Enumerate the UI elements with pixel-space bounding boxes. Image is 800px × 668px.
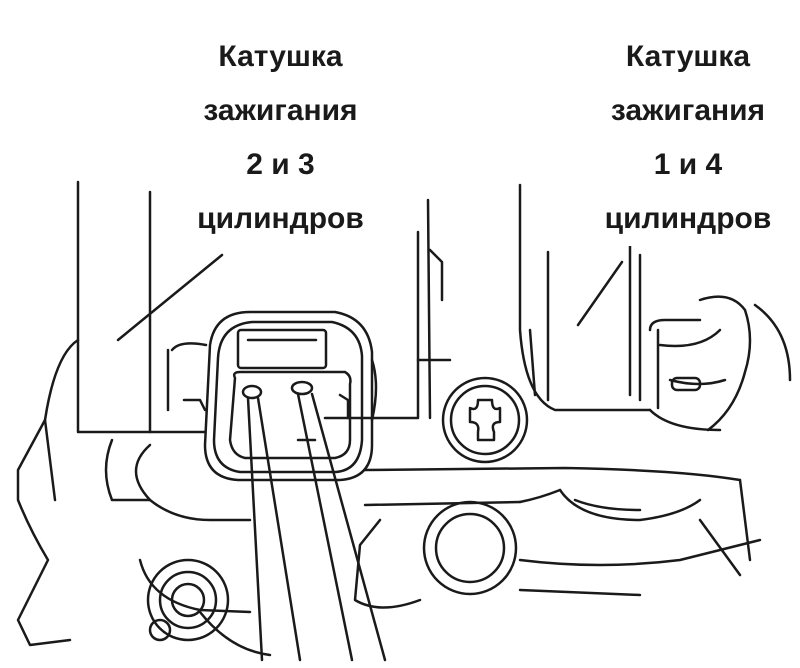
left-coil-body xyxy=(76,180,452,434)
right-coil-body xyxy=(518,183,652,412)
right-coil-boot xyxy=(648,295,792,432)
right-coil-label-line4: цилиндров xyxy=(604,202,772,235)
right-coil-label-line1: Катушка xyxy=(625,40,751,73)
test-probes xyxy=(246,392,387,662)
left-coil-label-line4: цилиндров xyxy=(197,202,364,235)
lower-left-fitting xyxy=(146,558,230,642)
left-coil-pointer-line xyxy=(116,253,224,342)
engine-housing xyxy=(16,338,762,657)
left-coil-label-line1: Катушка xyxy=(218,40,343,73)
right-coil-label: Катушка зажигания 1 и 4 цилиндров xyxy=(588,30,788,246)
round-fitting xyxy=(422,500,518,596)
right-coil-label-line3: 1 и 4 xyxy=(653,148,723,181)
right-coil-pointer-line xyxy=(576,260,624,327)
coil-connector xyxy=(166,310,378,482)
left-coil-label: Катушка зажигания 2 и 3 цилиндров xyxy=(168,30,393,246)
bolt-head xyxy=(441,376,529,464)
right-coil-label-line2: зажигания xyxy=(610,94,766,127)
left-coil-label-line2: зажигания xyxy=(203,94,358,127)
left-coil-label-line3: 2 и 3 xyxy=(246,148,315,181)
